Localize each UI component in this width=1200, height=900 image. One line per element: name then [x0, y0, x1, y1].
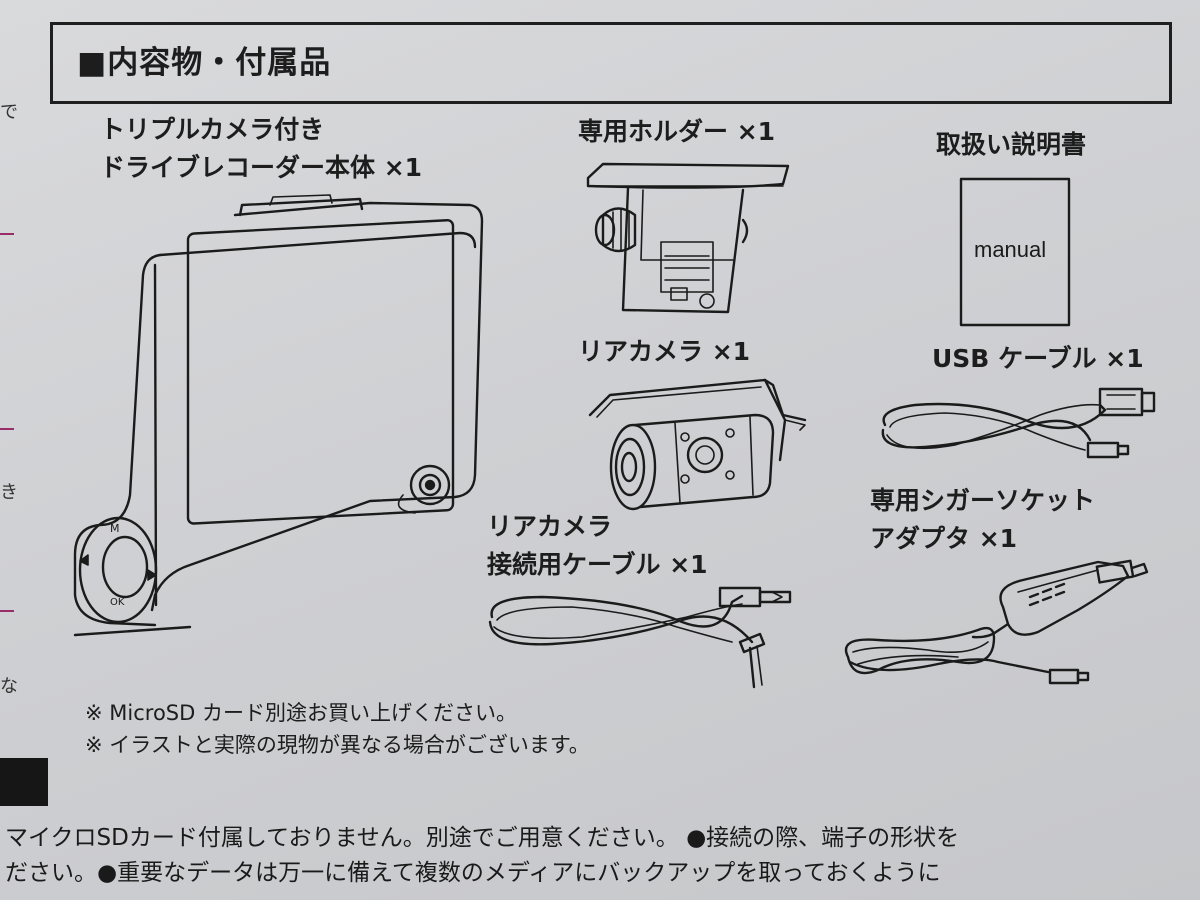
rear-cable-illustration	[488, 586, 792, 689]
manual-book-illustration: manual	[959, 177, 1071, 327]
usb-cable-label: USB ケーブル ×1	[932, 344, 1144, 373]
edge-char: で	[0, 102, 18, 123]
cigar-adapter-label: 専用シガーソケット アダプタ ×1	[870, 486, 1095, 554]
svg-text:OK: OK	[110, 597, 125, 608]
cigar-adapter-label-line2: アダプタ ×1	[870, 524, 1018, 553]
edge-char: な	[0, 676, 18, 697]
section-title: ■内容物・付属品	[77, 45, 332, 81]
cigar-adapter-illustration	[844, 559, 1149, 685]
manual-label: 取扱い説明書	[936, 130, 1087, 159]
manual-cover-text: manual	[974, 237, 1046, 262]
cigar-adapter-label-line1: 専用シガーソケット	[870, 486, 1096, 515]
edge-mark	[0, 233, 14, 235]
edge-mark	[0, 610, 14, 612]
rear-cable-label-line2: 接続用ケーブル ×1	[487, 550, 708, 579]
edge-mark	[0, 428, 14, 430]
contents-header-box: ■内容物・付属品	[50, 22, 1172, 104]
holder-illustration	[586, 162, 790, 314]
note-microsd: ※ MicroSD カード別途お買い上げください。	[85, 701, 517, 725]
edge-char: き	[0, 482, 18, 503]
holder-label: 専用ホルダー ×1	[578, 117, 776, 146]
bottom-text-line1: マイクロSDカード付属しておりません。別途でご用意ください。 ●接続の際、端子の…	[5, 825, 960, 851]
main-unit-label: トリプルカメラ付き ドライブレコーダー本体 ×1	[100, 115, 422, 183]
rear-camera-label: リアカメラ ×1	[578, 337, 751, 366]
rear-camera-illustration	[588, 378, 807, 511]
svg-text:M: M	[110, 522, 120, 535]
bottom-text-line2: ださい。●重要なデータは万一に備えて複数のメディアにバックアップを取っておくよう…	[5, 860, 941, 886]
main-unit-label-line2: ドライブレコーダー本体 ×1	[100, 153, 423, 182]
rear-cable-label: リアカメラ 接続用ケーブル ×1	[487, 512, 708, 580]
left-edge-text: で き な	[0, 0, 22, 700]
dashcam-illustration: M OK	[73, 194, 484, 637]
rear-cable-label-line1: リアカメラ	[487, 512, 613, 541]
note-illustration-differs: ※ イラストと実際の現物が異なる場合がございます。	[85, 733, 590, 757]
usb-cable-illustration	[881, 387, 1156, 459]
main-unit-label-line1: トリプルカメラ付き	[100, 115, 325, 144]
black-label-block	[0, 758, 48, 806]
